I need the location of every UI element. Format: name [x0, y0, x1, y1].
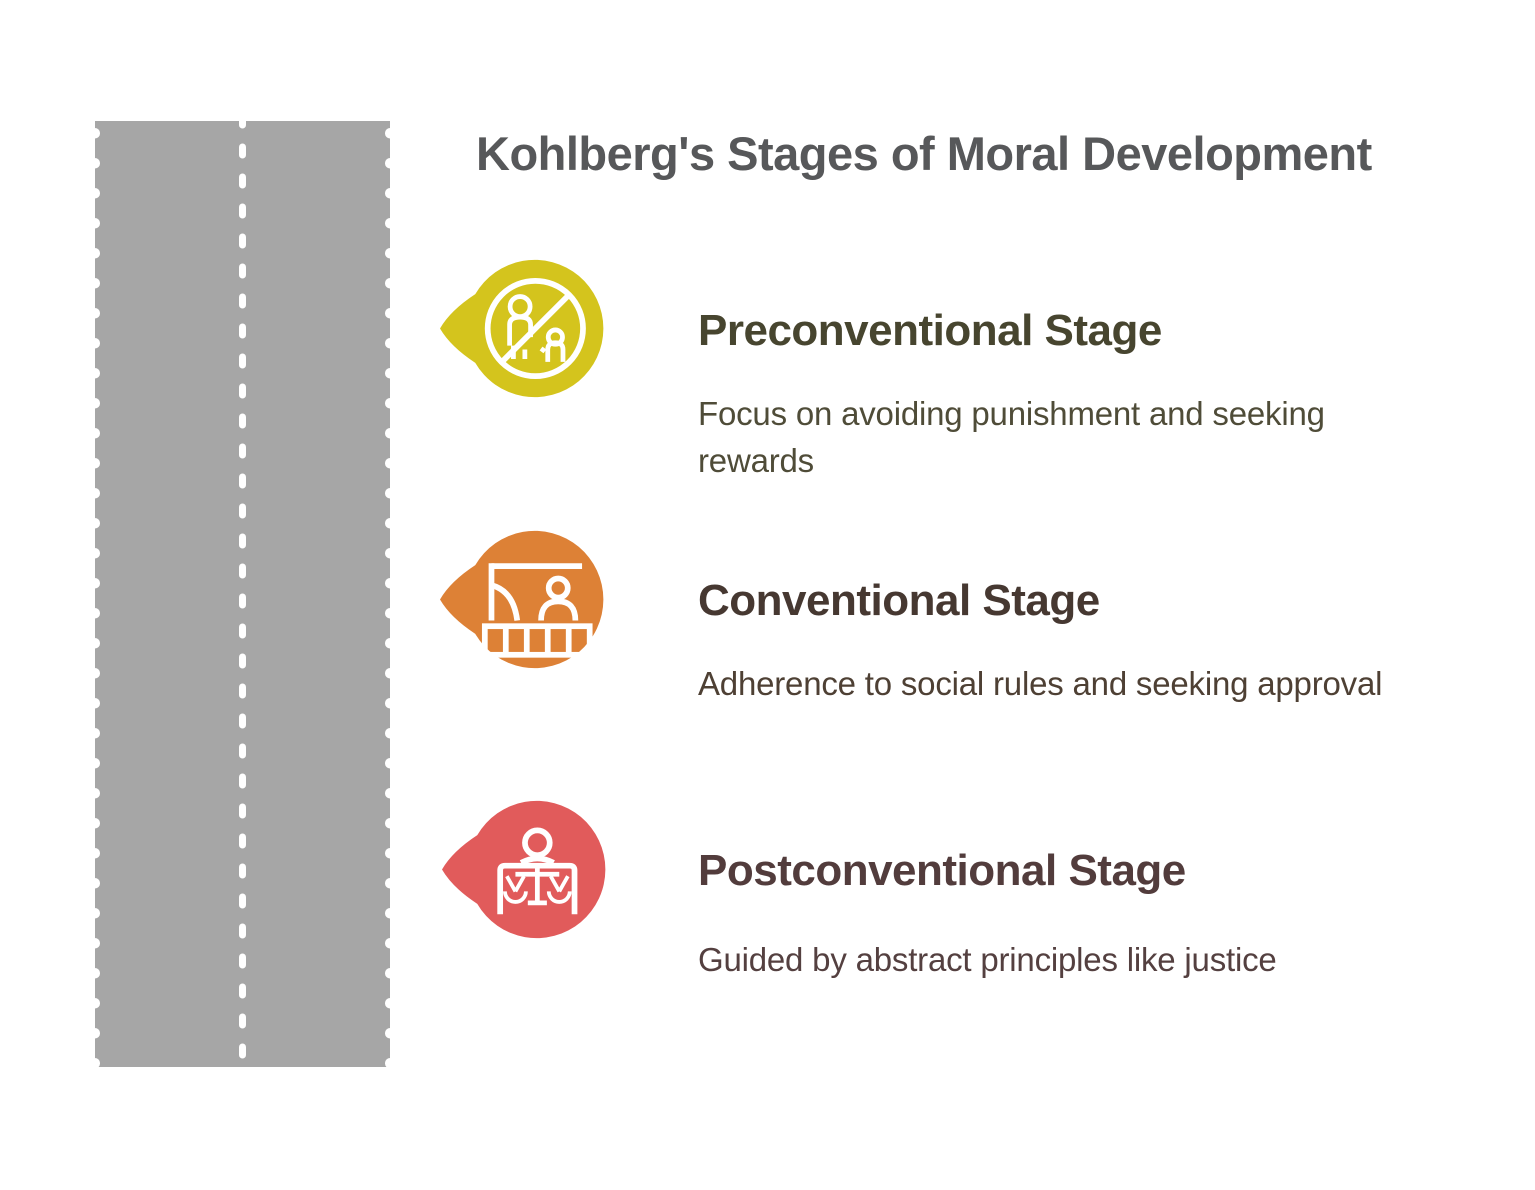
pin-shape: [440, 259, 604, 398]
stage-description-conventional: Adherence to social rules and seeking ap…: [698, 665, 1383, 702]
page-title: Kohlberg's Stages of Moral Development: [476, 127, 1372, 180]
judge-with-scales-icon: [497, 827, 578, 915]
stage-description-preconventional: Focus on avoiding punishment and seeking…: [698, 395, 1325, 479]
stage-description-postconventional: Guided by abstract principles like justi…: [698, 941, 1277, 978]
pin-shape: [442, 800, 606, 939]
stage-heading-conventional: Conventional Stage: [698, 576, 1100, 625]
stage-heading-preconventional: Preconventional Stage: [698, 306, 1162, 355]
road-graphic: [95, 121, 390, 1067]
stage-pin-conventional: [440, 530, 604, 669]
stage-pin-preconventional: [440, 259, 604, 398]
person-at-fence-icon: [481, 563, 593, 658]
pin-shape: [440, 530, 604, 669]
stage-heading-postconventional: Postconventional Stage: [698, 846, 1186, 895]
stage-pin-postconventional: [442, 800, 606, 939]
no-punishment-family-icon: [484, 277, 586, 380]
